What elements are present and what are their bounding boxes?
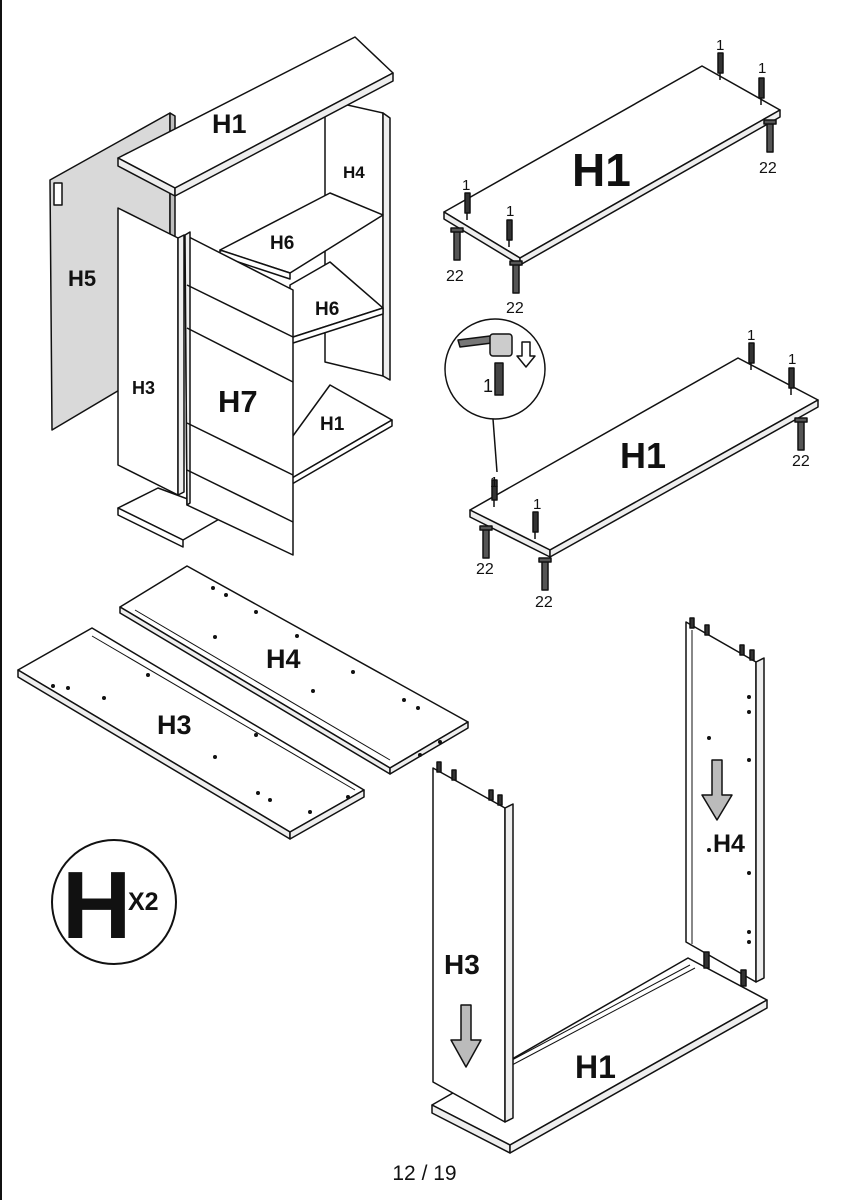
label-bottom-h1: H1 (320, 414, 345, 435)
side-panel-h3-flat (17, 627, 365, 840)
label-bottom-panel-h1: H1 (620, 435, 666, 476)
label-door-h7: H7 (218, 384, 258, 419)
svg-text:22: 22 (792, 453, 810, 470)
page-number: 12 / 19 (392, 1162, 457, 1185)
svg-text:22: 22 (759, 160, 777, 177)
label-shelf-h6-lower: H6 (315, 299, 339, 320)
assembly-side-h4 (685, 621, 765, 983)
svg-text:1: 1 (747, 327, 755, 344)
svg-text:1: 1 (716, 37, 724, 54)
label-back-h5: H5 (68, 266, 96, 291)
assembly-base-h1 (431, 957, 768, 1154)
screw-icon (479, 417, 808, 591)
label-assembly-h4: H4 (713, 830, 745, 858)
step-badge-multiplier: X2 (128, 888, 159, 916)
svg-text:22: 22 (476, 561, 494, 578)
dowel-qty-labels: 1 1 1 1 (462, 37, 766, 220)
label-flat-h4: H4 (266, 644, 301, 674)
svg-text:22: 22 (506, 300, 524, 317)
top-panel-h1 (117, 36, 394, 197)
svg-text:1: 1 (462, 177, 470, 194)
side-panels-flat-view (17, 565, 469, 840)
svg-text:22: 22 (446, 268, 464, 285)
detail-dowel-qty: 1 (483, 376, 493, 396)
bottom-panel-fittings-view (444, 318, 819, 591)
label-top-panel-h1: H1 (572, 144, 631, 196)
dowel-qty-labels: 1 1 1 1 (490, 327, 796, 513)
label-flat-h3: H3 (157, 710, 192, 740)
screw-icon (450, 119, 777, 294)
label-shelf-h6-upper: H6 (270, 233, 294, 254)
side-panel-h3 (117, 207, 185, 496)
svg-text:1: 1 (788, 351, 796, 368)
dowel-insertion-detail (444, 318, 546, 473)
dowel-icon (491, 342, 795, 539)
svg-text:1: 1 (506, 203, 514, 220)
svg-text:1: 1 (490, 474, 498, 491)
plinth-panel (117, 487, 229, 548)
side-panel-h4-flat (119, 565, 469, 775)
label-assembly-h1: H1 (575, 1049, 616, 1085)
screw-qty-labels: 22 22 22 (476, 453, 810, 611)
assembly-side-h3 (432, 767, 514, 1123)
label-side-h4: H4 (343, 163, 365, 182)
label-side-h3: H3 (132, 378, 155, 398)
label-assembly-h3: H3 (444, 949, 480, 980)
assembly-view (431, 617, 768, 1154)
top-panel-fittings-view (443, 52, 781, 294)
exploded-cabinet-view (49, 36, 394, 556)
svg-text:22: 22 (535, 594, 553, 611)
door-h7 (184, 231, 294, 556)
svg-text:1: 1 (533, 496, 541, 513)
step-badge: H X2 (51, 839, 177, 965)
dowel-icon (436, 617, 755, 987)
label-top-h1: H1 (212, 109, 247, 139)
step-badge-letter: H (62, 852, 131, 959)
svg-text:1: 1 (758, 60, 766, 77)
dowel-icon (464, 52, 765, 247)
screw-qty-labels: 22 22 22 (446, 160, 777, 317)
